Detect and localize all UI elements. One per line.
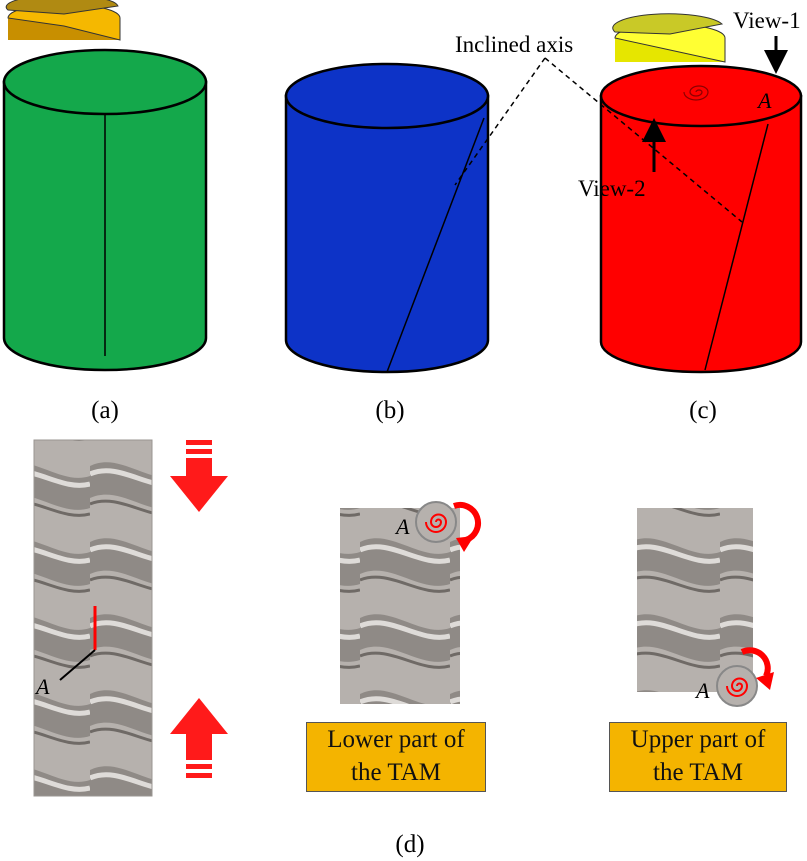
spiral-c	[683, 85, 709, 101]
spiral-upper	[726, 677, 749, 697]
view-1-label: View-1	[733, 8, 801, 33]
coil-lower: A	[340, 501, 481, 704]
cylinder-c-top	[599, 64, 803, 128]
inclined-axis-label: Inclined axis	[455, 32, 573, 57]
box-upper-line1: Upper part of	[630, 726, 766, 753]
box-lower-line2: the TAM	[351, 759, 441, 786]
panel-c: A (c)	[599, 13, 803, 424]
cylinder-c-body	[599, 94, 803, 374]
rotation-arrow-upper	[740, 647, 771, 678]
coil-full: A	[33, 439, 153, 797]
box-upper-line2: the TAM	[653, 759, 743, 786]
box-lower-part: Lower part of the TAM	[306, 722, 486, 792]
point-a-label-d2: A	[394, 514, 410, 539]
box-lower-line1: Lower part of	[327, 726, 465, 753]
cylinder-b-axis	[386, 117, 485, 373]
panel-a-label: (a)	[91, 397, 119, 424]
spiral-lower	[425, 513, 448, 533]
sector-c	[612, 13, 726, 63]
cylinder-b-body	[284, 94, 490, 374]
coil-upper: A	[637, 508, 774, 707]
cylinder-c-axis	[704, 123, 769, 371]
leader-a	[59, 649, 96, 681]
inclined-axis-leader-b	[454, 57, 546, 186]
panel-d: A A A	[33, 439, 774, 858]
point-a-label-d1: A	[34, 674, 50, 699]
compress-arrow-top	[170, 440, 228, 512]
box-upper-part: Upper part of the TAM	[609, 722, 787, 792]
compress-arrow-bottom	[170, 698, 228, 778]
view-2-callout: View-2	[578, 118, 666, 201]
cylinder-b-top	[284, 62, 490, 130]
view-2-label: View-2	[578, 176, 646, 201]
point-a-label-c: A	[756, 88, 772, 113]
panel-b: (b)	[284, 62, 490, 424]
panel-a: (a)	[2, 0, 208, 424]
panel-d-label: (d)	[395, 831, 424, 858]
panel-c-label: (c)	[689, 397, 717, 424]
view-1-callout: View-1	[733, 8, 801, 74]
point-a-label-d3: A	[694, 678, 710, 703]
cylinder-a-top	[2, 48, 208, 116]
sector-a	[5, 0, 121, 41]
panel-b-label: (b)	[375, 397, 404, 424]
